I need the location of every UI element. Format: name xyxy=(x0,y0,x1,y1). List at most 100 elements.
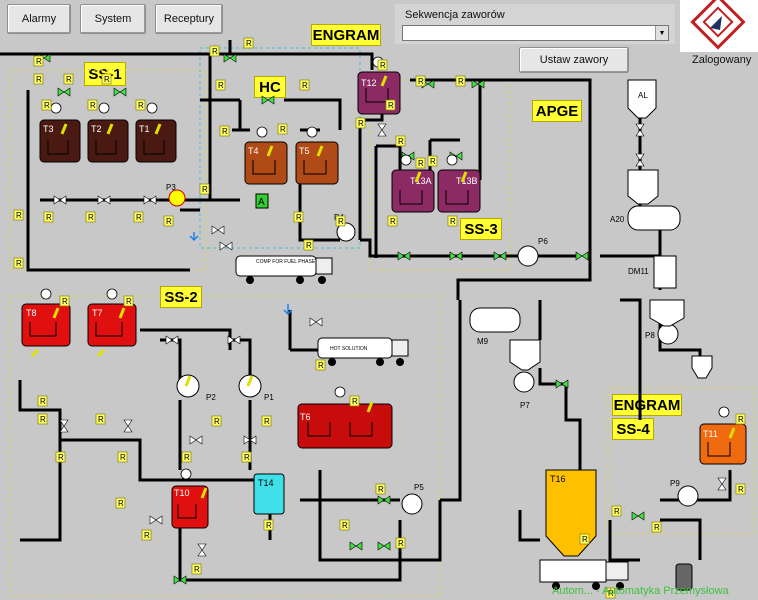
engram-right-label: ENGRAM xyxy=(612,394,682,416)
logged-in-status: Zalogowany xyxy=(692,54,752,66)
svg-text:T3: T3 xyxy=(43,124,54,134)
svg-text:T4: T4 xyxy=(248,146,259,156)
svg-text:R: R xyxy=(44,101,50,110)
svg-text:R: R xyxy=(352,397,358,406)
svg-text:R: R xyxy=(58,453,64,462)
svg-text:T12: T12 xyxy=(361,78,377,88)
valve-sequence-label: Sekwencja zaworów xyxy=(405,9,505,21)
truck-hot-solution: HOT SOLUTION xyxy=(317,337,409,366)
svg-text:R: R xyxy=(388,101,394,110)
tank-t8: T8 xyxy=(21,303,71,347)
company-logo xyxy=(680,0,758,52)
engram-top-label: ENGRAM xyxy=(311,24,381,46)
svg-text:R: R xyxy=(280,125,286,134)
svg-text:R: R xyxy=(214,417,220,426)
ss2-label: SS-2 xyxy=(160,286,202,308)
svg-text:R: R xyxy=(654,523,660,532)
tank-t11: T11 xyxy=(699,423,747,465)
tank-t1: T1 xyxy=(135,119,177,163)
svg-text:R: R xyxy=(418,77,424,86)
chevron-down-icon[interactable]: ▼ xyxy=(655,26,668,40)
tank-t13b: T13B xyxy=(437,169,481,213)
svg-text:P9: P9 xyxy=(670,479,680,488)
svg-text:M9: M9 xyxy=(477,337,489,346)
svg-text:R: R xyxy=(126,297,132,306)
tank-t4: T4 xyxy=(244,141,288,185)
ss1-label: SS-1 xyxy=(84,62,126,86)
ss4-label: SS-4 xyxy=(612,418,654,440)
svg-text:T16: T16 xyxy=(550,474,566,484)
tank-t16: T16 xyxy=(545,469,597,557)
svg-text:T1: T1 xyxy=(139,124,150,134)
mixer-m9: M9 xyxy=(469,307,521,346)
svg-text:T8: T8 xyxy=(26,308,37,318)
system-button[interactable]: System xyxy=(80,4,146,34)
svg-text:R: R xyxy=(244,453,250,462)
tank-t14: T14 xyxy=(253,473,285,515)
svg-text:R: R xyxy=(378,485,384,494)
valve-sequence-select[interactable]: ▼ xyxy=(402,25,669,41)
svg-text:T13A: T13A xyxy=(410,176,432,186)
svg-text:R: R xyxy=(342,521,348,530)
svg-text:P3: P3 xyxy=(166,183,176,192)
svg-text:R: R xyxy=(16,211,22,220)
pump-p9: P9 xyxy=(670,479,699,507)
hc-label: HC xyxy=(254,76,286,98)
svg-text:R: R xyxy=(40,415,46,424)
tank-t5: T5 xyxy=(295,141,339,185)
svg-text:P4: P4 xyxy=(334,213,344,222)
truck-fuel-phase: COMP FOR FUEL PHASE xyxy=(235,255,333,284)
pump-p6: P6 xyxy=(517,237,548,267)
svg-text:R: R xyxy=(738,415,744,424)
svg-text:A: A xyxy=(258,197,265,208)
tank-t10: T10 xyxy=(171,485,209,529)
tank-t6: T6 xyxy=(297,403,393,449)
alarms-button[interactable]: Alarmy xyxy=(7,4,71,34)
svg-text:R: R xyxy=(194,565,200,574)
svg-text:R: R xyxy=(266,521,272,530)
svg-text:P8: P8 xyxy=(645,331,655,340)
svg-text:R: R xyxy=(212,47,218,56)
svg-text:R: R xyxy=(36,57,42,66)
pump-p3: P3 xyxy=(166,183,186,207)
svg-text:R: R xyxy=(306,241,312,250)
pump-p1: P1 xyxy=(238,374,274,402)
recipes-button[interactable]: Receptury xyxy=(155,4,223,34)
svg-text:R: R xyxy=(458,77,464,86)
pump-p2: P2 xyxy=(176,374,216,402)
svg-text:R: R xyxy=(184,453,190,462)
svg-text:DM11: DM11 xyxy=(628,267,649,276)
svg-text:R: R xyxy=(358,119,364,128)
svg-text:P5: P5 xyxy=(414,483,424,492)
svg-text:R: R xyxy=(218,81,224,90)
svg-text:R: R xyxy=(614,507,620,516)
svg-text:R: R xyxy=(118,499,124,508)
pump-p5: P5 xyxy=(401,483,424,515)
svg-text:R: R xyxy=(138,101,144,110)
svg-text:T2: T2 xyxy=(91,124,102,134)
svg-text:T13B: T13B xyxy=(456,176,478,186)
svg-text:R: R xyxy=(246,39,252,48)
logo-icon xyxy=(690,0,746,50)
set-valves-button[interactable]: Ustaw zawory xyxy=(519,47,629,73)
svg-text:R: R xyxy=(430,157,436,166)
pump-p7: P7 xyxy=(513,371,535,410)
svg-text:R: R xyxy=(166,217,172,226)
tank-t7: T7 xyxy=(87,303,137,347)
svg-text:R: R xyxy=(144,531,150,540)
svg-text:R: R xyxy=(738,485,744,494)
tank-t13a: T13A xyxy=(391,169,435,213)
svg-text:R: R xyxy=(16,259,22,268)
svg-text:T10: T10 xyxy=(174,488,190,498)
svg-text:R: R xyxy=(450,217,456,226)
svg-text:R: R xyxy=(418,159,424,168)
svg-text:T11: T11 xyxy=(703,429,718,439)
svg-text:T7: T7 xyxy=(92,308,103,318)
svg-text:R: R xyxy=(66,75,72,84)
hopper-al: AL xyxy=(627,79,657,119)
svg-text:R: R xyxy=(390,217,396,226)
svg-text:P2: P2 xyxy=(206,393,216,402)
svg-text:R: R xyxy=(36,75,42,84)
svg-text:T6: T6 xyxy=(300,412,311,422)
svg-text:T5: T5 xyxy=(299,146,310,156)
